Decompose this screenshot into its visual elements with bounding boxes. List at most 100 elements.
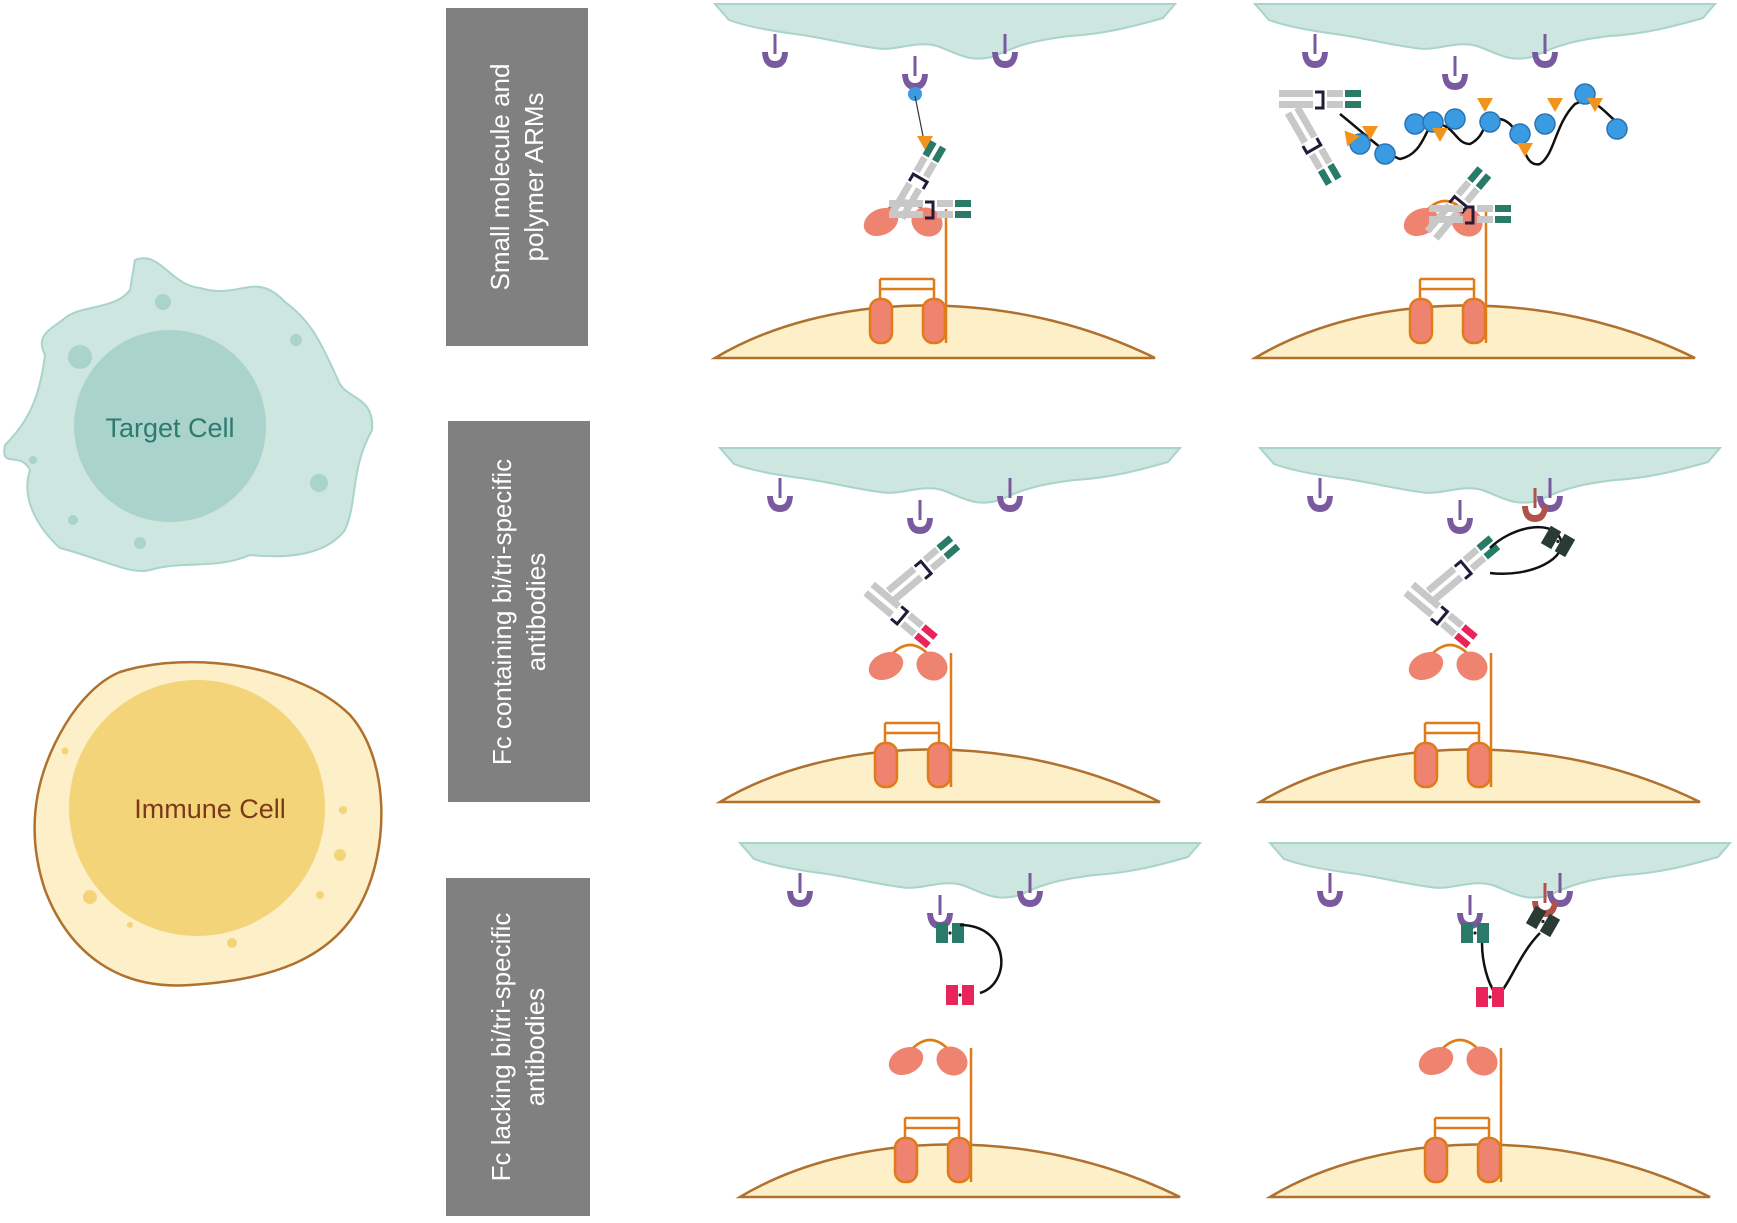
immune-granule	[334, 849, 346, 861]
tcr-domain	[1418, 1046, 1454, 1076]
payload-bead	[1606, 118, 1628, 140]
immune-cell: Immune Cell	[33, 660, 383, 987]
fab-chain	[1477, 216, 1493, 223]
antibody	[889, 140, 947, 221]
domain-chain	[1476, 987, 1488, 1007]
row-label-line: Small molecule and	[485, 63, 515, 291]
payload-bead	[1422, 111, 1444, 133]
fc-chain	[1279, 101, 1313, 108]
fab-tip	[955, 211, 971, 218]
fc-chain	[863, 590, 894, 618]
target-membrane	[712, 3, 1178, 60]
target-vesicle	[134, 537, 146, 549]
cd3-pill	[1466, 741, 1492, 789]
receptor-cup	[902, 74, 928, 90]
fab-chain	[1308, 152, 1323, 171]
fab-tip	[1495, 205, 1511, 212]
cd3-pill	[1423, 1136, 1449, 1184]
tcr-head	[868, 643, 948, 681]
fab-tip	[1467, 166, 1483, 183]
fab-tip	[1453, 632, 1471, 649]
receptor-cup	[767, 496, 793, 512]
fab-chain	[1327, 90, 1343, 97]
cd3-pill	[1413, 741, 1439, 789]
domain-chain	[1525, 905, 1547, 930]
tcr-domain	[888, 1046, 924, 1076]
row-label-line: antibodies	[520, 987, 550, 1107]
tcr-domain	[911, 207, 943, 237]
fc-chain	[1425, 566, 1457, 594]
synapse-panel-arm-small	[710, 3, 1178, 360]
receptor-cup	[787, 891, 813, 907]
tcr-complex	[1413, 653, 1493, 789]
tcr-head	[1408, 643, 1488, 681]
fab-chain	[937, 200, 953, 207]
target-cell-nucleus	[74, 330, 266, 522]
tri-linker	[1489, 525, 1563, 576]
synapse-panel-nofc-bi	[735, 842, 1203, 1199]
fab-chain	[1440, 621, 1457, 637]
receptor-cup	[1447, 518, 1473, 534]
receptor-cup	[997, 496, 1023, 512]
tcr-complex	[1408, 209, 1488, 345]
fab-tip	[1475, 173, 1492, 191]
receptor-cup	[907, 518, 933, 534]
tcr-domain	[1408, 651, 1444, 681]
arm-ligand	[1344, 130, 1360, 147]
domain-chain	[962, 985, 974, 1005]
cd3-pill	[868, 297, 894, 345]
cd3-pill	[1408, 297, 1434, 345]
domain-chain	[1539, 913, 1561, 938]
hinge	[1453, 559, 1474, 580]
immune-granule	[83, 890, 97, 904]
target-membrane	[1267, 842, 1733, 899]
hinge	[913, 559, 934, 580]
fab-tip	[922, 140, 937, 158]
fc-chain	[1294, 105, 1318, 139]
domain-chain	[1461, 923, 1473, 943]
immune-cell-label: Immune Cell	[134, 794, 286, 824]
fab-tip	[1483, 543, 1501, 560]
fc-chain	[870, 581, 902, 610]
fab-chain	[913, 155, 928, 174]
fab-tip	[932, 145, 947, 164]
arm-ligand	[1587, 98, 1603, 112]
payload-bead	[1374, 143, 1396, 165]
row-label-small-molecule: Small molecule and polymer ARMs	[446, 8, 588, 346]
fab-chain	[907, 612, 925, 629]
scfv-linker	[959, 923, 1003, 995]
target-vesicle	[310, 474, 328, 492]
domain-chain	[936, 923, 948, 943]
row-label-line: antibodies	[521, 552, 551, 671]
immune-granule	[61, 747, 69, 755]
domain-dot	[948, 931, 952, 935]
fc-chain	[1432, 574, 1464, 602]
fc-chain	[1410, 581, 1442, 610]
fab-chain	[1455, 179, 1472, 197]
domain-dot	[1541, 919, 1545, 924]
cd3-pill	[921, 297, 947, 345]
hinge	[890, 605, 910, 626]
fab-tip	[955, 200, 971, 207]
tcr-complex	[893, 1048, 973, 1184]
target-vesicle	[155, 294, 171, 310]
receptor-cup	[1307, 496, 1333, 512]
tcr-domain	[936, 1046, 968, 1076]
payload-bead	[1444, 108, 1466, 130]
antibody	[1429, 205, 1511, 225]
fc-chain	[889, 200, 923, 207]
receptor	[1532, 34, 1558, 68]
synapse-panel-fc-bi	[715, 447, 1183, 804]
fab-tip	[936, 535, 954, 552]
fab-tip	[913, 632, 931, 649]
tcr-link	[1431, 643, 1469, 655]
hinge	[907, 172, 930, 190]
binding-domain	[1476, 987, 1504, 1007]
arm-ligand	[1362, 126, 1378, 140]
antibody	[863, 581, 938, 649]
row-label-line: Fc lacking bi/tri-specific	[486, 912, 516, 1182]
third-binding-domain	[1540, 525, 1576, 558]
hinge	[1430, 605, 1450, 626]
fc-chain	[1284, 111, 1308, 145]
tcr-head	[888, 1038, 968, 1076]
